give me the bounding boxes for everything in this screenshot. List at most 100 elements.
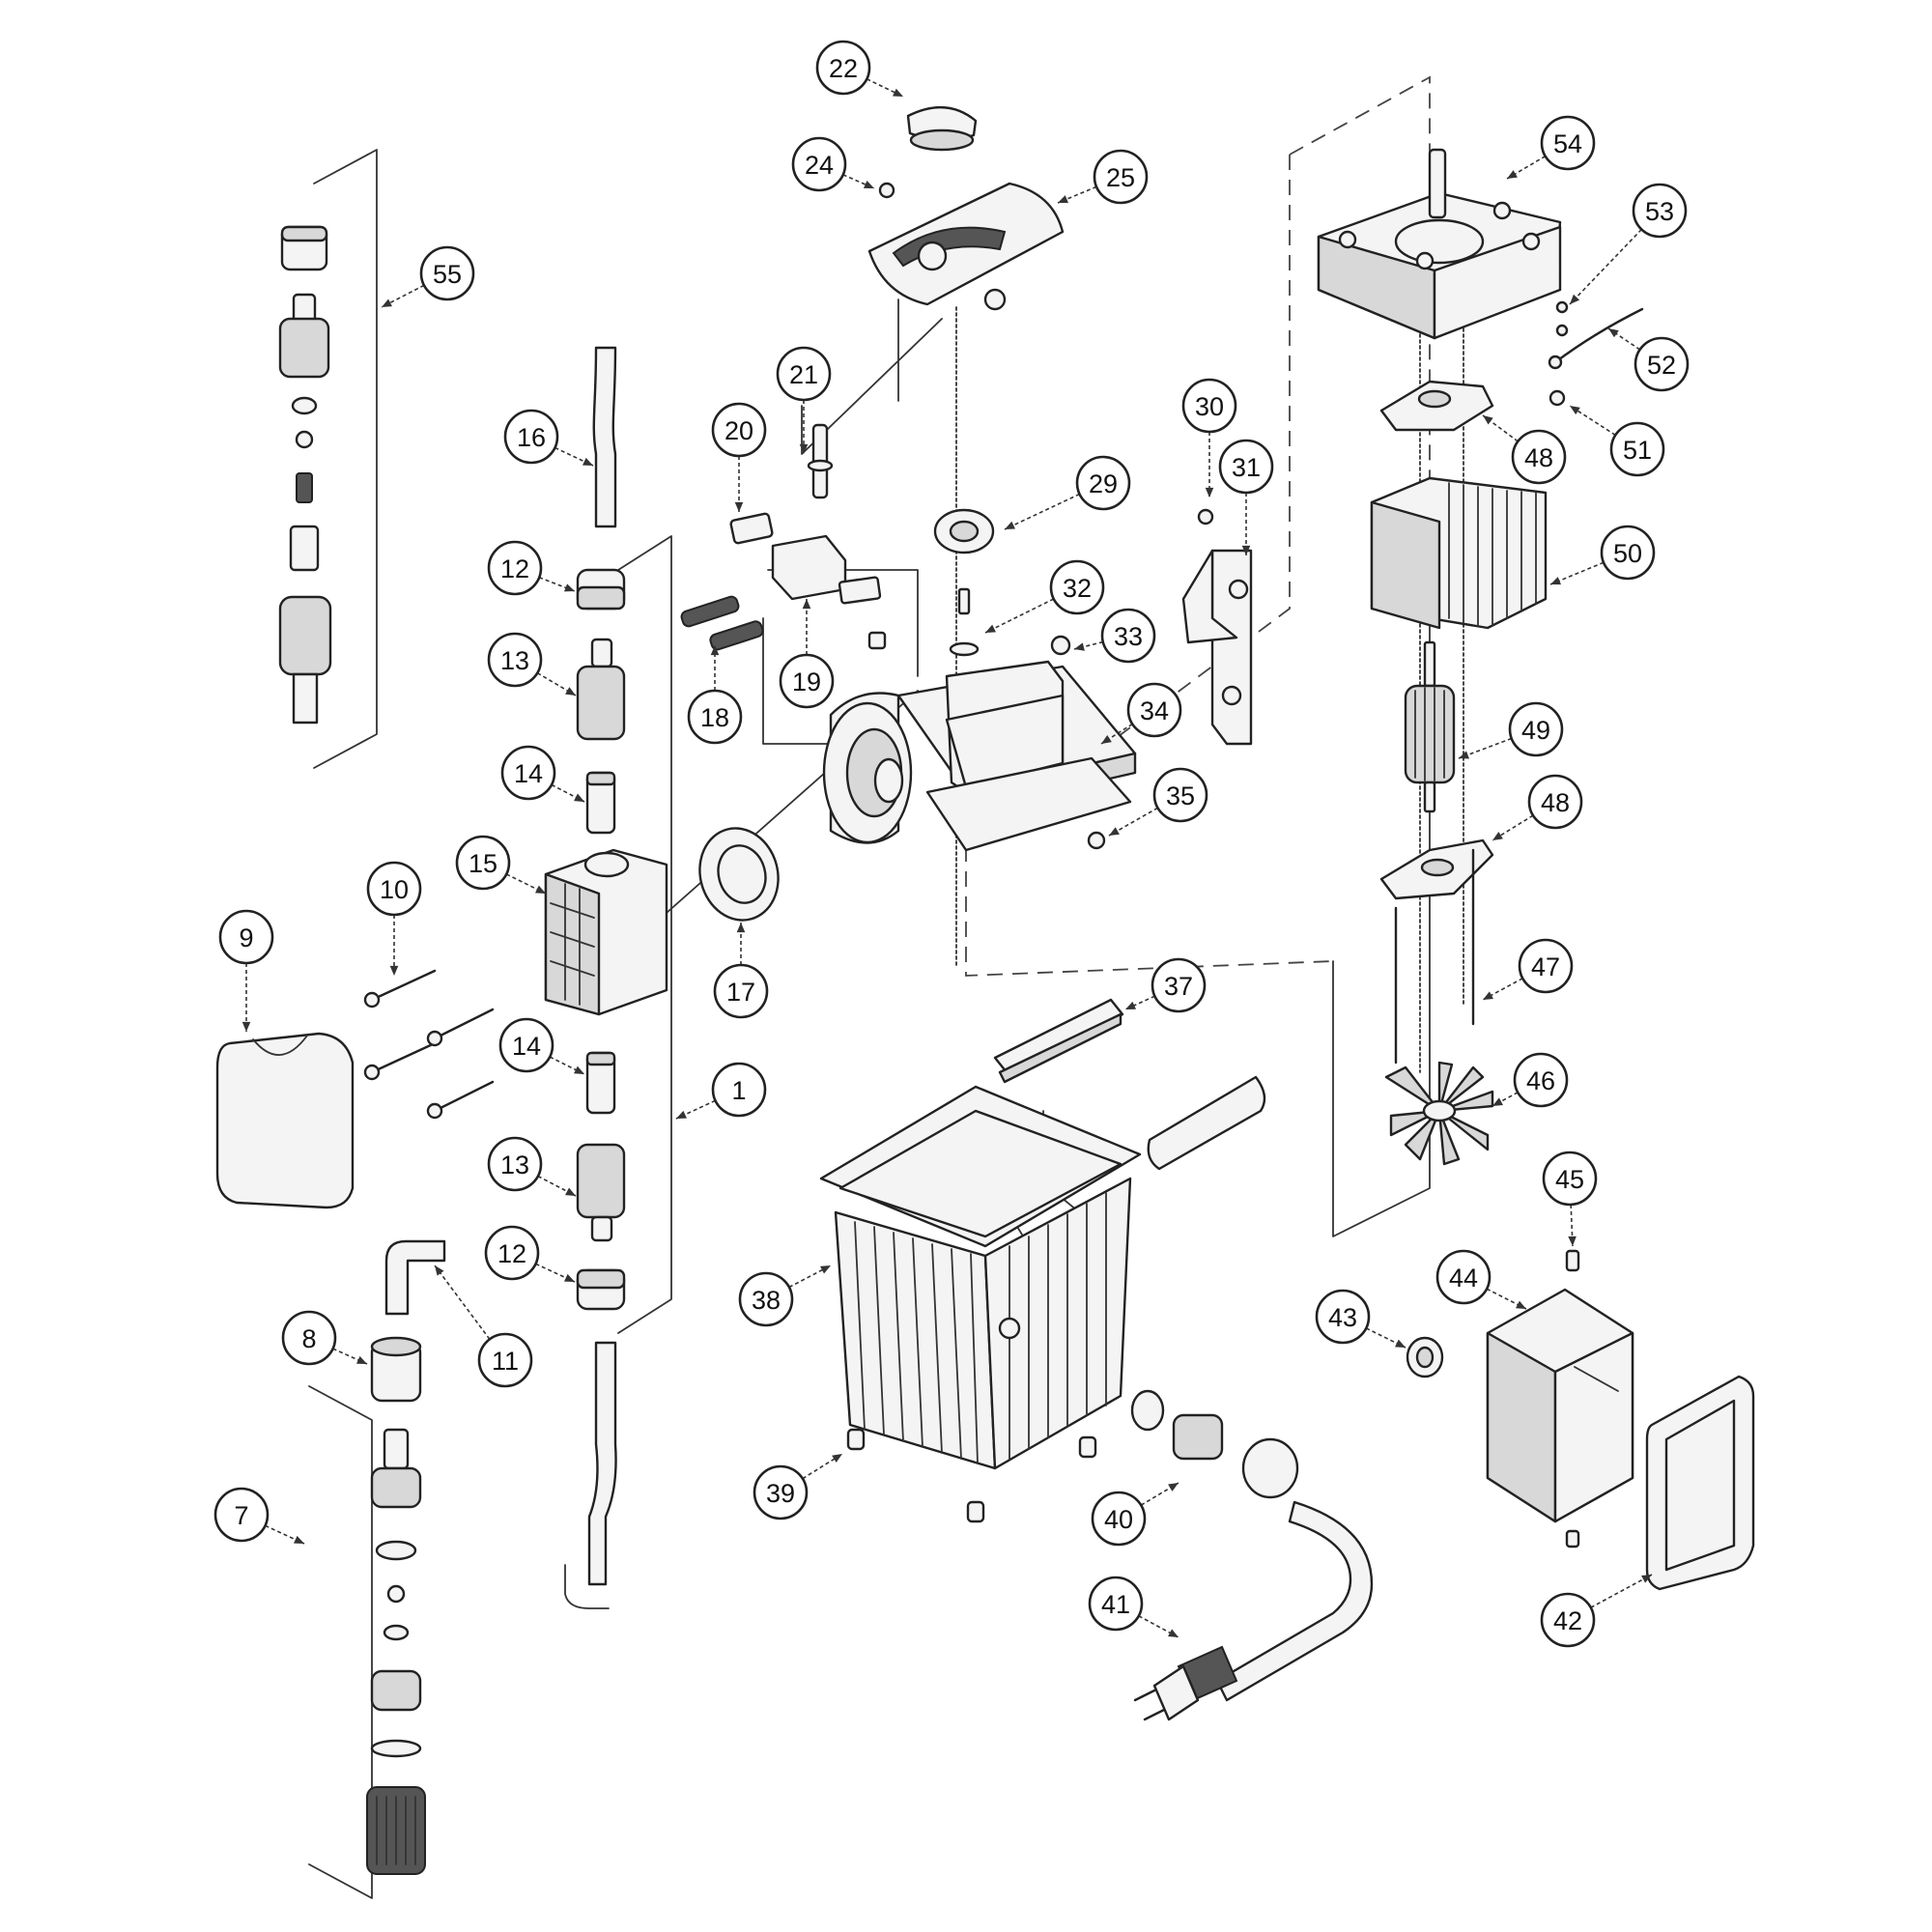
callout-46: 46	[1513, 1052, 1569, 1108]
callout-circle	[213, 1487, 270, 1543]
washer-53	[1555, 300, 1569, 337]
callout-39: 39	[753, 1464, 809, 1520]
callout-32: 32	[1049, 559, 1105, 615]
callout-arrowhead-22	[893, 88, 903, 97]
callout-number: 51	[1623, 436, 1652, 465]
callout-15: 15	[455, 835, 511, 891]
callout-circle	[487, 540, 543, 596]
callout-12: 12	[484, 1225, 540, 1281]
callout-circle	[1091, 1491, 1147, 1547]
callout-48: 48	[1527, 774, 1583, 830]
callout-circle	[484, 1225, 540, 1281]
plate-20	[729, 512, 774, 545]
callout-arrowhead-50	[1550, 577, 1561, 585]
callout-arrowhead-41	[1168, 1629, 1179, 1637]
callout-number: 46	[1526, 1066, 1555, 1095]
callout-31: 31	[1218, 439, 1274, 495]
rail-37	[993, 998, 1124, 1084]
callout-arrowhead-1	[676, 1110, 687, 1119]
callout-number: 21	[789, 360, 818, 389]
callout-arrowhead-42	[1641, 1575, 1652, 1583]
callout-circle	[711, 1062, 767, 1118]
callout-arrowhead-16	[582, 457, 593, 466]
callout-circle	[1151, 957, 1207, 1013]
callout-number: 42	[1553, 1606, 1582, 1635]
callout-number: 16	[517, 423, 546, 452]
callout-circle	[1508, 701, 1564, 757]
callout-44: 44	[1435, 1249, 1492, 1305]
callout-number: 40	[1104, 1505, 1133, 1534]
callout-circle	[1152, 767, 1208, 823]
bushing-43	[1406, 1336, 1444, 1378]
callout-circle	[477, 1332, 533, 1388]
callout-circle	[1315, 1289, 1371, 1345]
callout-arrowhead-34	[1101, 734, 1112, 744]
callout-circle	[1088, 1576, 1144, 1632]
callout-number: 48	[1524, 443, 1553, 472]
callout-number: 22	[829, 54, 858, 83]
callout-circle	[487, 632, 543, 688]
screw-30	[1197, 508, 1214, 526]
callout-arrowhead-47	[1483, 991, 1493, 1000]
callout-34: 34	[1126, 682, 1182, 738]
callout-arrowhead-55	[382, 298, 392, 307]
callout-arrowhead-7	[294, 1535, 304, 1544]
callout-circle	[776, 346, 832, 402]
callout-number: 38	[752, 1286, 781, 1315]
callout-leader-29	[1004, 493, 1080, 530]
callout-35: 35	[1152, 767, 1208, 823]
stator-50	[1370, 476, 1548, 630]
callout-53: 53	[1632, 183, 1688, 239]
callout-30: 30	[1181, 378, 1237, 434]
callout-leader-49	[1458, 737, 1513, 759]
screw-45	[1565, 1249, 1580, 1548]
callout-circle	[711, 402, 767, 458]
callout-number: 39	[766, 1479, 795, 1508]
callout-leader-39	[802, 1453, 843, 1480]
callout-circle	[779, 653, 835, 709]
callout-number: 24	[805, 151, 834, 180]
callout-13: 13	[487, 632, 543, 688]
callout-8: 8	[281, 1310, 337, 1366]
callout-number: 15	[469, 849, 497, 878]
callout-42: 42	[1540, 1592, 1596, 1648]
callout-circle	[1100, 608, 1156, 664]
callout-arrowhead-14	[574, 793, 584, 802]
callout-22: 22	[815, 40, 871, 96]
callout-arrowhead-12	[564, 583, 575, 592]
callout-arrowhead-25	[1058, 195, 1068, 204]
callout-number: 8	[301, 1324, 316, 1353]
callout-leader-51	[1569, 405, 1616, 437]
callout-48: 48	[1511, 429, 1567, 485]
shaft-21	[807, 423, 834, 499]
callout-33: 33	[1100, 608, 1156, 664]
callout-49: 49	[1508, 701, 1564, 757]
callout-11: 11	[477, 1332, 533, 1388]
callout-number: 1	[731, 1076, 746, 1105]
fitting-stack-55	[278, 225, 332, 724]
feet-39	[846, 1428, 1097, 1523]
callout-24: 24	[791, 136, 847, 192]
callout-leader-48	[1492, 814, 1534, 841]
callout-circle	[1609, 421, 1665, 477]
callout-arrowhead-10	[389, 965, 399, 976]
callout-arrowhead-29	[1005, 521, 1015, 529]
callout-arrowhead-49	[1459, 751, 1469, 759]
screws-10	[363, 969, 495, 1120]
callout-10: 10	[366, 861, 422, 917]
callout-circle	[1511, 429, 1567, 485]
callout-leader-32	[984, 598, 1055, 634]
callout-52: 52	[1634, 336, 1690, 392]
callout-circle	[503, 409, 559, 465]
callout-14: 14	[500, 745, 556, 801]
callout-number: 30	[1195, 392, 1224, 421]
callout-arrowhead-14	[574, 1065, 584, 1074]
callout-arrowhead-18	[710, 645, 720, 656]
callout-arrowhead-45	[1568, 1236, 1577, 1246]
pump-head-15	[544, 848, 668, 1016]
callout-circle	[1181, 378, 1237, 434]
callout-number: 48	[1541, 788, 1570, 817]
pump-head-column	[576, 568, 626, 1311]
callout-circle	[1218, 439, 1274, 495]
callout-leader-38	[788, 1264, 832, 1289]
